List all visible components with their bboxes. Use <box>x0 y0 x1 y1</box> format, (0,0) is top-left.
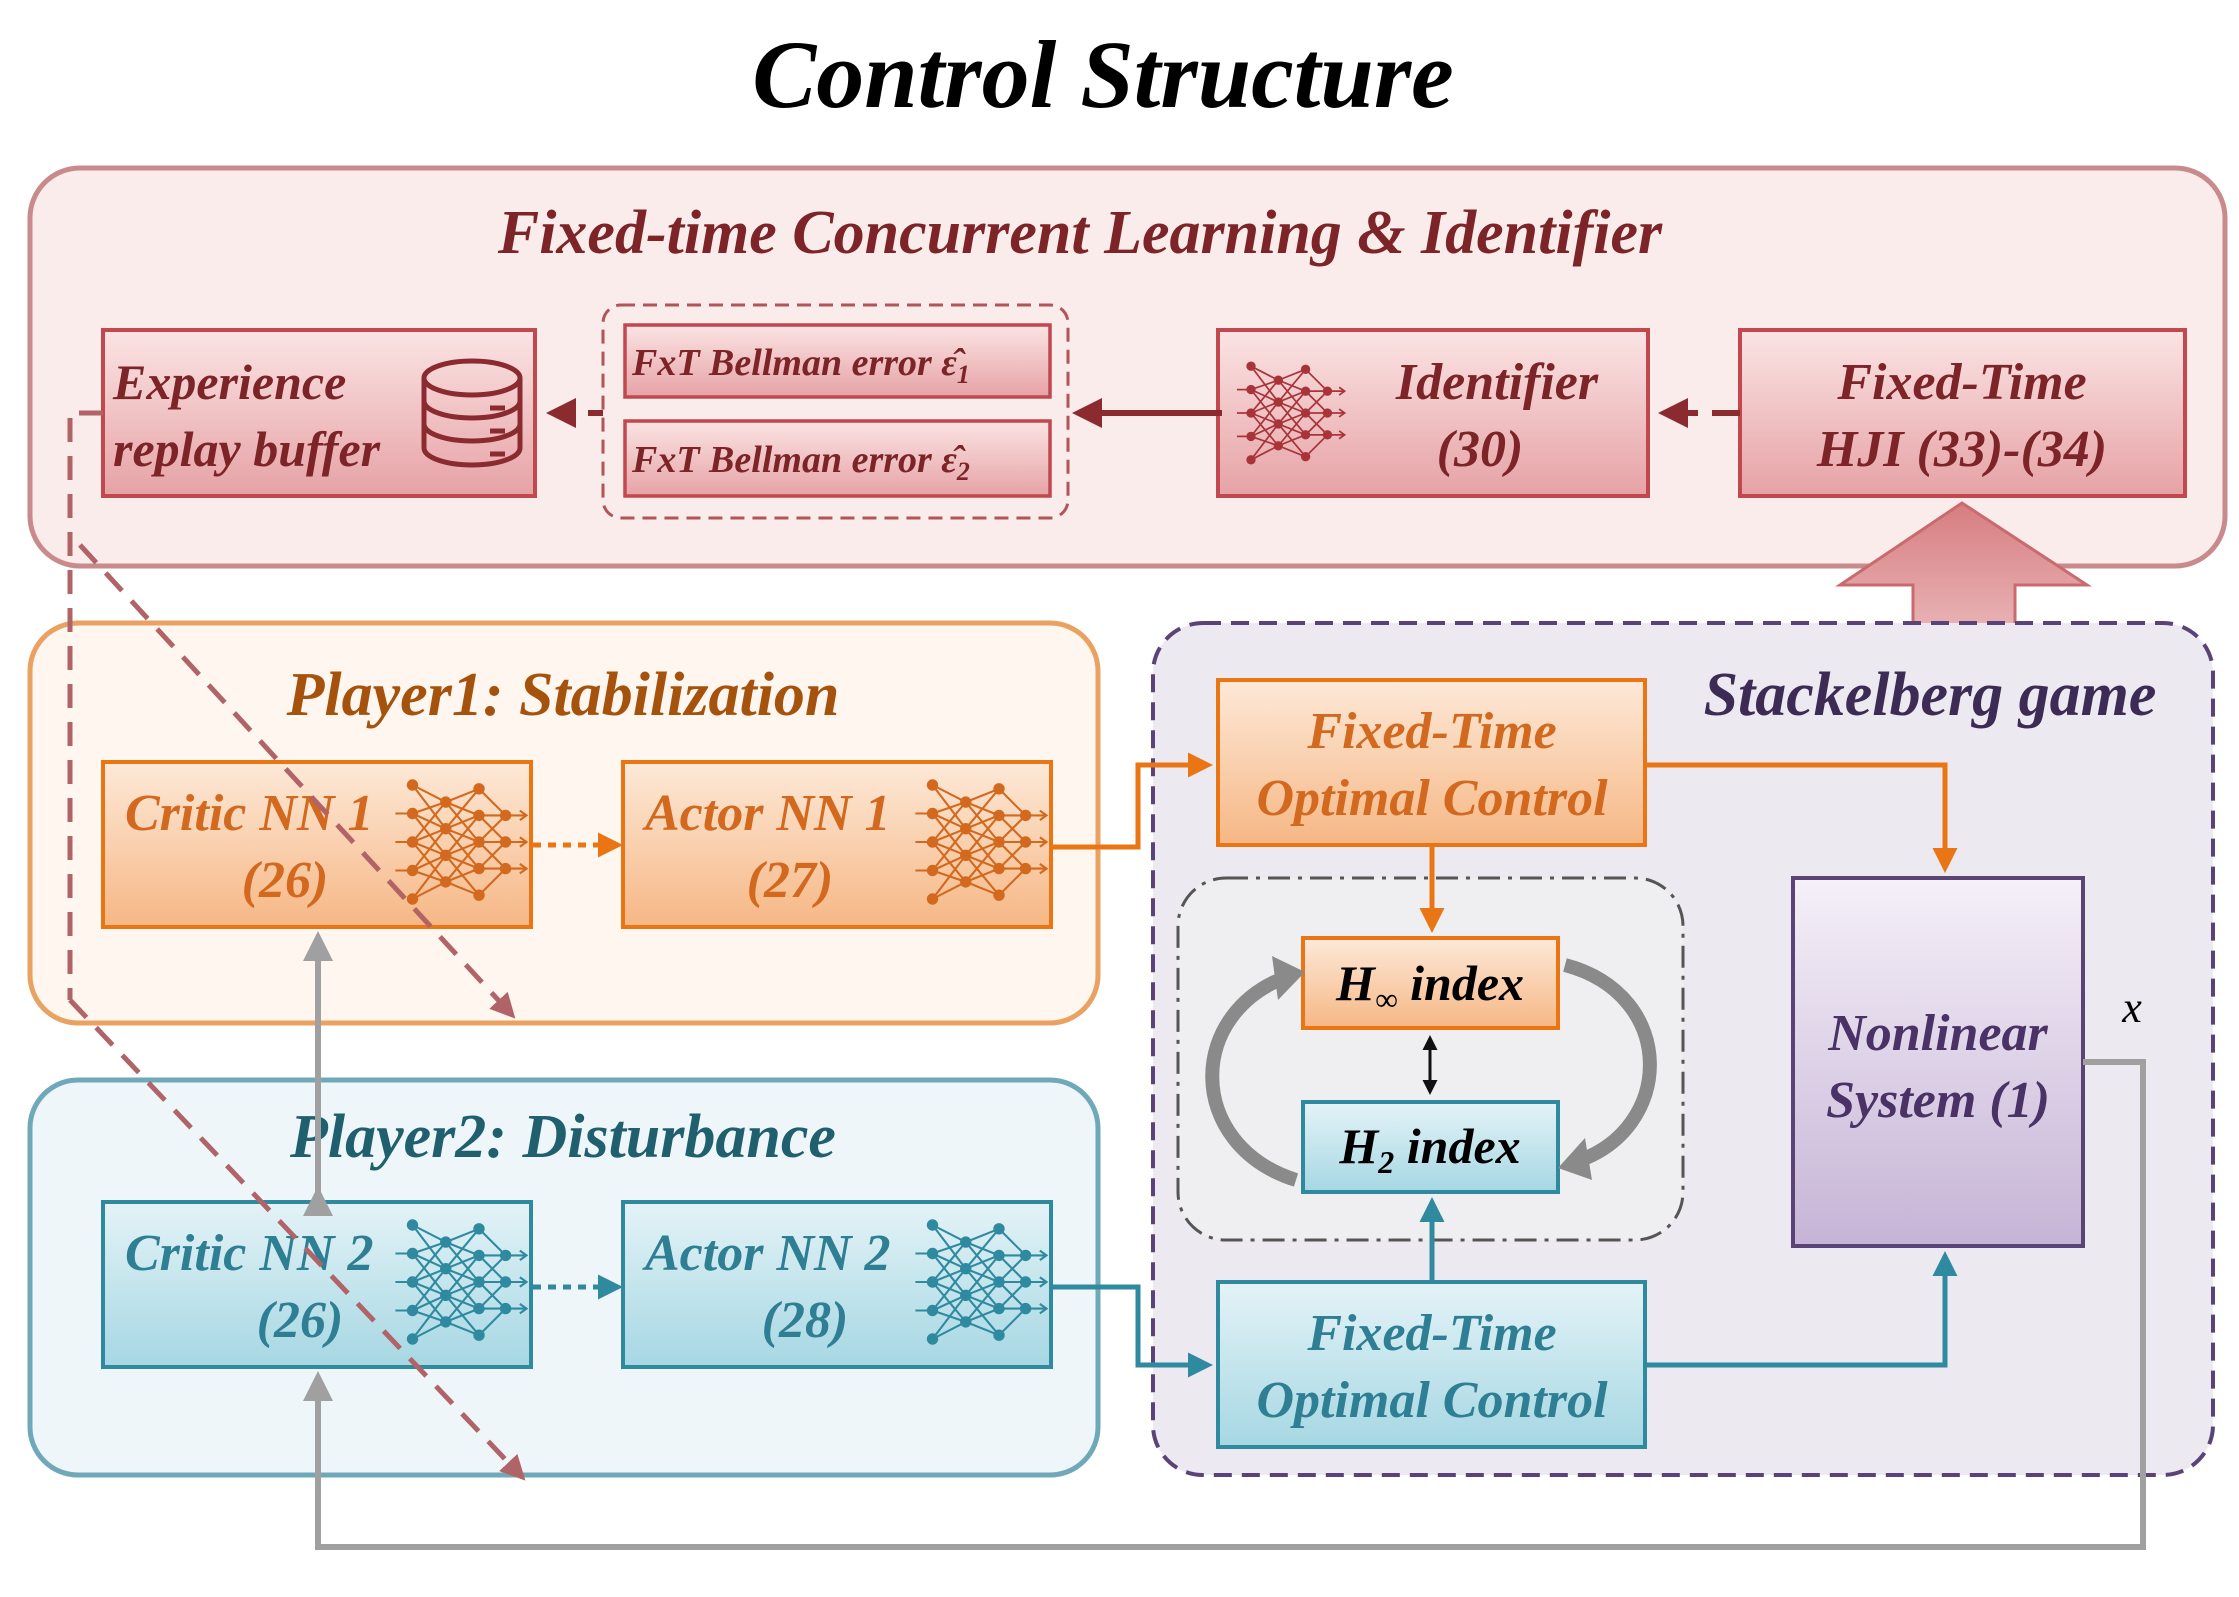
critic-nn1-label-line2: (26) <box>242 852 329 909</box>
actor-nn1-box: Actor NN 1 (27) <box>621 760 1053 929</box>
identifier-label-line1: Identifier <box>1395 354 1599 411</box>
actor-nn2-label-line1: Actor NN 2 <box>642 1225 891 1282</box>
critic-nn2-label-line1: Critic NN 2 <box>125 1225 373 1282</box>
critic-nn1-label-line1: Critic NN 1 <box>125 785 373 842</box>
player2-title: Player2: Disturbance <box>289 1103 836 1171</box>
bellman-error-box-1: FxT Bellman error ε̂1 <box>623 323 1052 399</box>
critic-nn2-label-line2: (26) <box>257 1292 344 1349</box>
identifier-label-line2: (30) <box>1437 421 1524 478</box>
experience-feed-line-1 <box>67 410 103 1000</box>
cycle-arrow-left <box>1205 956 1305 1187</box>
h-infinity-index-box: H∞ index <box>1301 936 1560 1030</box>
arrow-actor2-to-control2 <box>1051 1284 1213 1378</box>
experience-label-line2: replay buffer <box>113 421 381 477</box>
control2-label-line1: Fixed-Time <box>1306 1305 1556 1362</box>
player2-panel <box>27 1077 1101 1478</box>
h-infinity-sub: ∞ <box>1375 981 1398 1017</box>
learning-panel <box>27 165 2228 569</box>
actor-nn2-box: Actor NN 2 (28) <box>621 1200 1053 1369</box>
h2-letter: H <box>1338 1118 1380 1174</box>
stackelberg-title: Stackelberg game <box>1704 661 2157 729</box>
h2-sub: 2 <box>1377 1144 1394 1180</box>
fixed-time-optimal-control-2: Fixed-Time Optimal Control <box>1216 1280 1647 1449</box>
experience-label-line1: Experience <box>112 354 346 410</box>
control2-label-line2: Optimal Control <box>1256 1372 1608 1429</box>
system-label-line1: Nonlinear <box>1827 1005 2048 1062</box>
svg-text:FxT Bellman error ε̂2: FxT Bellman error ε̂2 <box>631 439 970 486</box>
experience-feed-arrow-1 <box>78 543 516 1019</box>
experience-replay-buffer: Experience replay buffer <box>101 328 537 498</box>
hji-label-line1: Fixed-Time <box>1836 354 2086 411</box>
actor-nn2-label-line2: (28) <box>762 1292 849 1349</box>
cycle-arrow-right <box>1558 958 1657 1180</box>
player1-title: Player1: Stabilization <box>286 661 840 729</box>
database-icon <box>421 358 523 468</box>
svg-text:H2 index: H2 index <box>1338 1118 1520 1180</box>
fixed-time-optimal-control-1: Fixed-Time Optimal Control <box>1216 678 1647 847</box>
identifier-box: Identifier (30) <box>1216 328 1650 498</box>
bellman-error-label-2: FxT Bellman error ε̂ <box>631 439 966 481</box>
control1-label-line2: Optimal Control <box>1256 770 1608 827</box>
svg-text:FxT Bellman error ε̂1: FxT Bellman error ε̂1 <box>631 342 970 389</box>
hji-box: Fixed-Time HJI (33)-(34) <box>1738 328 2187 498</box>
h2-index-box: H2 index <box>1301 1100 1560 1194</box>
hji-label-line2: HJI (33)-(34) <box>1816 421 2107 478</box>
actor-nn1-label-line1: Actor NN 1 <box>642 785 891 842</box>
system-label-line2: System (1) <box>1826 1072 2050 1129</box>
bellman-error-box-2: FxT Bellman error ε̂2 <box>623 419 1052 498</box>
critic-nn2-box: Critic NN 2 (26) <box>101 1200 533 1369</box>
critic-nn1-box: Critic NN 1 (26) <box>101 760 533 929</box>
arrow-control1-to-system <box>1645 762 1958 873</box>
control1-label-line1: Fixed-Time <box>1306 703 1556 760</box>
experience-feed-arrow-2 <box>68 998 526 1481</box>
feedback-state-arrow <box>303 1059 2146 1550</box>
arrow-actor1-to-control1 <box>1051 752 1213 850</box>
bellman-error-label-1: FxT Bellman error ε̂ <box>631 342 966 384</box>
nonlinear-system-box: Nonlinear System (1) <box>1791 876 2085 1248</box>
diagram-title: Control Structure <box>752 21 1454 128</box>
bellman-error-sub-1: 1 <box>957 360 970 389</box>
svg-text:H∞ index: H∞ index <box>1335 955 1524 1017</box>
bellman-error-sub-2: 2 <box>956 457 970 486</box>
h-infinity-letter: H <box>1335 955 1377 1011</box>
actor-nn1-label-line2: (27) <box>747 852 834 909</box>
h-infinity-text: index <box>1398 955 1524 1011</box>
learning-panel-title: Fixed-time Concurrent Learning & Identif… <box>497 199 1663 267</box>
h2-text: index <box>1394 1118 1520 1174</box>
arrow-control2-to-system <box>1645 1251 1958 1368</box>
state-label: x <box>2121 983 2142 1032</box>
